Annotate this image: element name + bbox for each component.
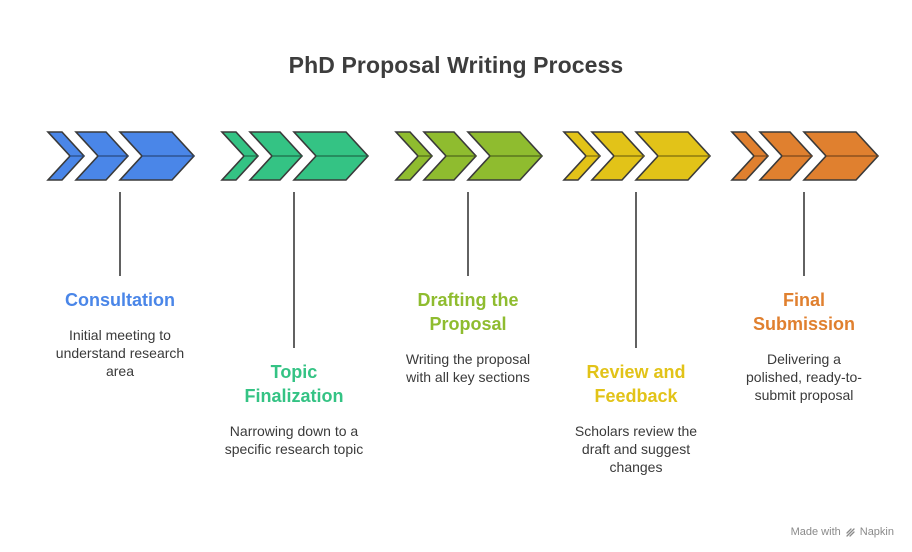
step-description: Scholars review the draft and suggest ch… (574, 423, 698, 475)
step-consultation: Consultation Initial meeting to understa… (20, 288, 220, 380)
step-final-submission: Final Submission Delivering a polished, … (704, 288, 904, 404)
step-description: Delivering a polished, ready-to-submit p… (746, 351, 862, 403)
page-title: PhD Proposal Writing Process (288, 52, 624, 78)
step-review-and-feedback: Review and Feedback Scholars review the … (536, 360, 736, 476)
napkin-logo-icon (845, 527, 856, 538)
made-with-label: Made with (790, 526, 841, 538)
step-title: Drafting the Proposal (417, 290, 519, 334)
step-title: Consultation (65, 290, 175, 310)
step-title: Review and Feedback (586, 362, 686, 406)
step-description: Writing the proposal with all key sectio… (405, 351, 531, 385)
step-drafting-the-proposal: Drafting the Proposal Writing the propos… (368, 288, 568, 386)
step-title: Topic Finalization (244, 362, 344, 406)
step-description: Narrowing down to a specific research to… (224, 423, 364, 457)
step-topic-finalization: Topic Finalization Narrowing down to a s… (194, 360, 394, 458)
napkin-brand-label: Napkin (859, 526, 894, 538)
step-title: Final Submission (752, 290, 855, 334)
made-with-napkin-badge: Made with Napkin (791, 526, 894, 538)
step-description: Initial meeting to understand research a… (55, 327, 185, 379)
